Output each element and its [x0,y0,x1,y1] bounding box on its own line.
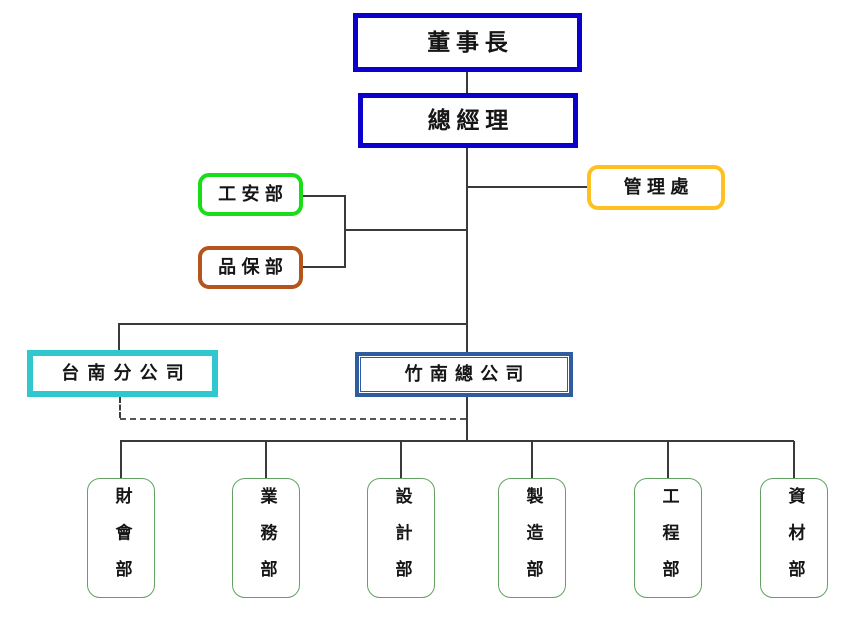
connector-drop-sales [265,441,267,478]
node-management-office-label: 管理處 [623,176,694,198]
node-tainan-branch: 台南分公司 [27,350,218,397]
connector-to-tainan-branch [118,323,120,350]
node-dept-design: 設計部 [367,478,435,598]
node-dept-engineering-label: 工程部 [658,486,679,597]
connector-drop-finance [120,441,122,478]
node-dept-engineering: 工程部 [634,478,702,598]
node-safety-dept: 工安部 [198,173,303,216]
node-safety-dept-label: 工安部 [218,183,289,205]
connector-to-management-office [467,186,587,188]
connector-drop-materials [793,441,795,478]
connector-bracket-to-trunk [344,229,467,231]
dashed-connector-tainan-to-trunk [120,418,466,420]
connector-trunk-upper [466,147,468,352]
node-dept-materials-label: 資材部 [784,486,805,597]
connector-from-quality-dept [303,266,345,268]
node-dept-sales: 業務部 [232,478,300,598]
node-dept-design-label: 設計部 [391,486,412,597]
node-dept-finance-accounting-label: 財會部 [111,486,132,597]
node-zhunan-headquarters: 竹南總公司 [355,352,573,397]
connector-drop-manufacturing [531,441,533,478]
node-chairman: 董事長 [353,13,582,72]
connector-chairman-gm [466,72,468,93]
connector-departments-bar [120,440,794,442]
node-general-manager: 總經理 [358,93,578,148]
node-zhunan-headquarters-label: 竹南總公司 [404,363,531,385]
node-quality-assurance-dept: 品保部 [198,246,303,289]
connector-from-safety-dept [303,195,345,197]
node-management-office: 管理處 [587,165,725,210]
connector-drop-design [400,441,402,478]
connector-drop-engineering [667,441,669,478]
node-tainan-branch-label: 台南分公司 [61,362,192,384]
connector-bracket-vertical [344,195,346,268]
node-general-manager-label: 總經理 [427,107,514,134]
node-dept-manufacturing: 製造部 [498,478,566,598]
node-dept-finance-accounting: 財會部 [87,478,155,598]
connector-trunk-lower [466,397,468,441]
node-dept-manufacturing-label: 製造部 [522,486,543,597]
node-quality-assurance-dept-label: 品保部 [218,256,289,278]
dashed-connector-tainan-vertical [119,397,121,418]
connector-company-split [118,323,467,325]
node-chairman-label: 董事長 [427,29,514,56]
node-dept-materials: 資材部 [760,478,828,598]
node-dept-sales-label: 業務部 [256,486,277,597]
